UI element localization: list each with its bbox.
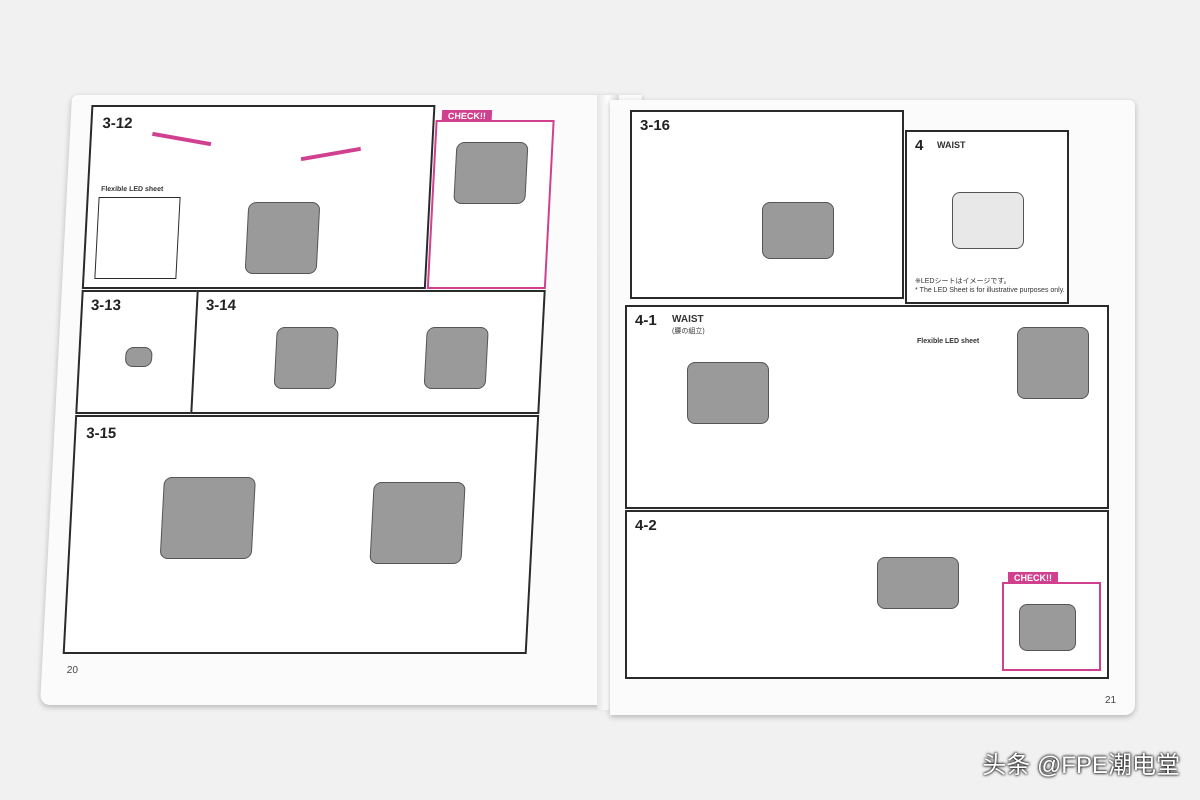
waist-subtitle: (腰の組立) xyxy=(672,328,705,335)
led-sheet-label: Flexible LED sheet xyxy=(917,338,980,345)
step-3-12-panel: 3-12 Flexible LED sheet xyxy=(81,105,436,289)
check-part xyxy=(1019,604,1076,651)
step-3-15-panel: 3-15 xyxy=(62,415,540,654)
torso-part xyxy=(762,202,834,259)
step-4-1-panel: 4-1 WAIST (腰の組立) Flexible LED sheet xyxy=(625,305,1109,509)
right-manual-page: 3-16 4 WAIST ※LEDシートはイメージです。 * The LED S… xyxy=(610,100,1135,715)
waist-part xyxy=(1017,327,1089,399)
step-label: 4 xyxy=(915,137,924,154)
torso-part xyxy=(244,202,321,274)
step-label: 3-16 xyxy=(640,117,671,134)
step-3-14-panel: 3-14 xyxy=(190,290,546,414)
waist-render xyxy=(952,192,1024,249)
step-label: 3-14 xyxy=(205,297,237,314)
check-tag: CHECK!! xyxy=(1008,572,1058,584)
step-3-13-panel: 3-13 xyxy=(75,290,201,414)
pink-wire xyxy=(151,131,212,147)
check-tag: CHECK!! xyxy=(441,110,493,122)
assembly-part xyxy=(423,327,489,389)
assembly-part xyxy=(273,327,339,389)
check-box: CHECK!! xyxy=(426,110,555,289)
waist-part xyxy=(687,362,769,424)
waist-title: WAIST xyxy=(937,140,966,150)
check-part xyxy=(453,142,529,204)
body-part xyxy=(159,477,256,559)
watermark-text: 头条 @FPE潮电堂 xyxy=(982,752,1180,779)
hip-part xyxy=(877,557,959,609)
step-label: 3-12 xyxy=(102,115,133,132)
page-number: 20 xyxy=(66,665,79,676)
pink-wire xyxy=(300,146,361,162)
small-part xyxy=(124,347,153,367)
step-label: 4-1 xyxy=(635,312,657,329)
step-4-waist-panel: 4 WAIST ※LEDシートはイメージです。 * The LED Sheet … xyxy=(905,130,1069,304)
step-3-16-panel: 3-16 xyxy=(630,110,904,299)
led-sheet-inset xyxy=(94,197,181,279)
step-4-2-panel: 4-2 CHECK!! xyxy=(625,510,1109,679)
step-label: 4-2 xyxy=(635,517,657,534)
led-sheet-label: Flexible LED sheet xyxy=(100,186,164,193)
check-box: CHECK!! xyxy=(1002,572,1101,671)
waist-title: WAIST xyxy=(672,314,704,325)
led-note: ※LEDシートはイメージです。 * The LED Sheet is for i… xyxy=(915,278,1065,294)
left-manual-page: 3-12 Flexible LED sheet CHECK!! 3-13 3-1… xyxy=(40,95,642,705)
step-label: 3-15 xyxy=(85,425,117,442)
step-label: 3-13 xyxy=(90,297,122,314)
body-part xyxy=(369,482,466,564)
page-number: 21 xyxy=(1105,695,1117,706)
